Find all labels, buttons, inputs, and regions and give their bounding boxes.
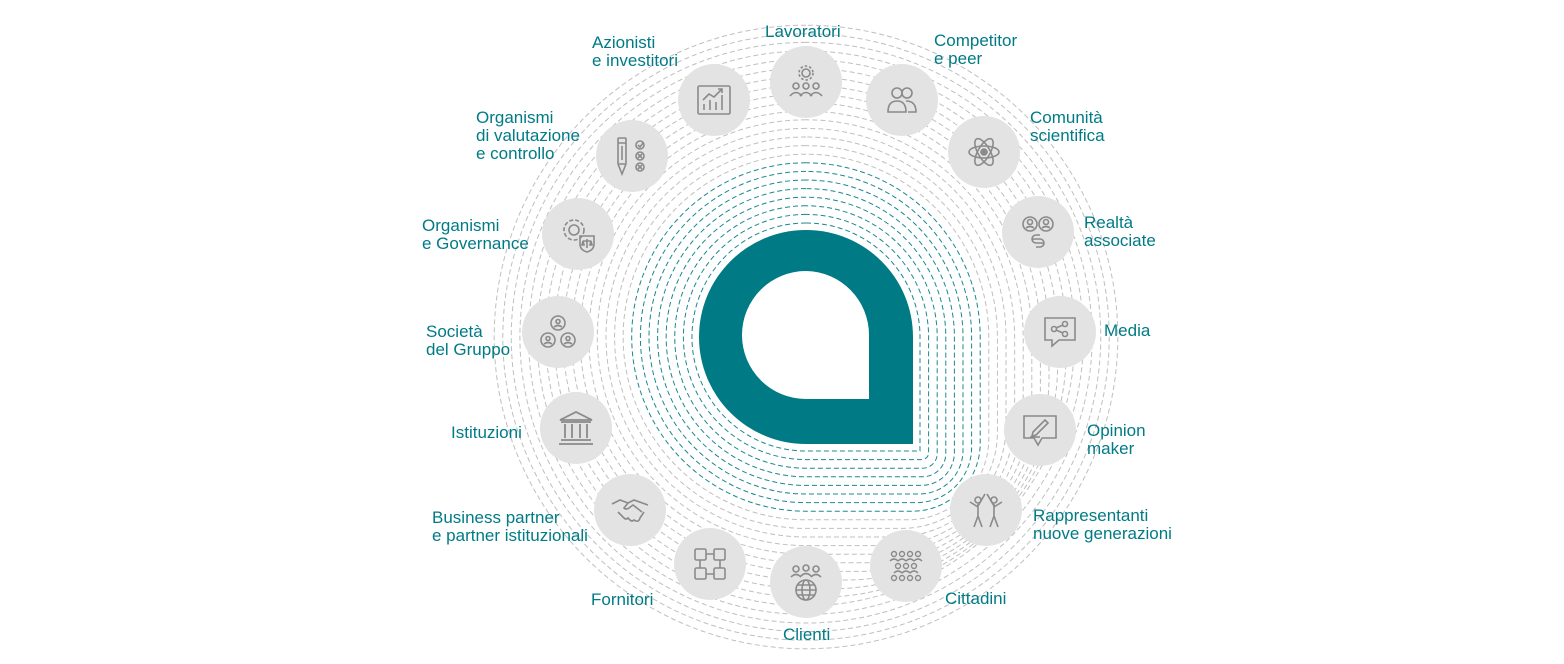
ring	[691, 222, 921, 452]
node-azionisti	[678, 64, 750, 136]
ring	[596, 127, 1016, 547]
label-line: del Gruppo	[426, 340, 511, 359]
node-valutazione	[596, 120, 668, 192]
gear-scale-icon	[563, 219, 595, 253]
node-cittadini	[870, 530, 942, 602]
label-media: Media	[1104, 321, 1151, 340]
label-line: Competitor	[934, 31, 1018, 50]
label-line: e peer	[934, 49, 983, 68]
ring	[657, 188, 955, 486]
ring	[682, 213, 930, 461]
node-business	[594, 474, 666, 546]
node-lavoratori	[770, 46, 842, 118]
label-line: Opinion	[1087, 421, 1146, 440]
share-bubble-icon	[1044, 317, 1076, 348]
group-network-icon	[540, 315, 576, 348]
growth-chart-icon	[697, 85, 731, 115]
label-line: Organismi	[422, 216, 500, 235]
label-line: Comunità	[1030, 108, 1103, 127]
ring	[674, 205, 938, 469]
pencil-checklist-icon	[617, 137, 645, 176]
label-line: Società	[426, 322, 483, 341]
node-media	[1024, 296, 1096, 368]
node-fornitori	[674, 528, 746, 600]
workers-gear-icon	[789, 65, 823, 97]
pen-comment-icon	[1023, 415, 1057, 447]
label-fornitori: Fornitori	[591, 590, 654, 609]
label-line: e partner istituzionali	[432, 526, 588, 545]
joined-hands-icon	[694, 548, 726, 580]
ring	[622, 153, 990, 521]
ring	[665, 196, 947, 478]
ring	[631, 162, 981, 512]
label-line: maker	[1087, 439, 1135, 458]
node-realta	[1002, 196, 1074, 268]
institution-building-icon	[559, 410, 593, 445]
label-line: Rappresentanti	[1033, 506, 1149, 525]
label-line: e Governance	[422, 234, 529, 253]
label-line: nuove generazioni	[1033, 524, 1172, 543]
label-lavoratori: Lavoratori	[765, 22, 841, 41]
handshake-icon	[611, 499, 649, 522]
ring	[562, 93, 1050, 581]
node-competitor	[866, 64, 938, 136]
ring	[493, 24, 1119, 650]
node-rappresentanti	[950, 474, 1022, 546]
label-line: Business partner	[432, 508, 560, 527]
node-istituzioni	[540, 392, 612, 464]
node-comunita	[948, 116, 1020, 188]
ring	[519, 50, 1093, 624]
node-clienti	[770, 546, 842, 618]
label-line: Azionisti	[592, 33, 656, 52]
label-line: e investitori	[592, 51, 678, 70]
label-line: Organismi	[476, 108, 554, 127]
ring	[502, 33, 1110, 641]
crowd-icon	[889, 550, 923, 582]
high-five-icon	[969, 493, 1003, 528]
node-opinion	[1004, 394, 1076, 466]
node-governance	[542, 198, 614, 270]
label-cittadini: Cittadini	[945, 589, 1007, 608]
label-line: e controllo	[476, 144, 555, 163]
ring	[648, 179, 964, 495]
peers-icon	[887, 87, 917, 113]
label-line: Realtà	[1084, 213, 1134, 232]
node-societa	[522, 296, 594, 368]
label-line: associate	[1084, 231, 1156, 250]
ring	[528, 59, 1084, 615]
label-istituzioni: Istituzioni	[451, 423, 522, 442]
linked-people-icon	[1022, 216, 1054, 248]
ring	[639, 170, 973, 504]
label-clienti: Clienti	[783, 625, 831, 644]
label-line: di valutazione	[476, 126, 580, 145]
ring	[510, 41, 1102, 633]
label-line: scientifica	[1030, 126, 1105, 145]
atom-icon	[968, 137, 1000, 167]
ring	[614, 145, 998, 529]
people-globe-icon	[790, 564, 822, 601]
